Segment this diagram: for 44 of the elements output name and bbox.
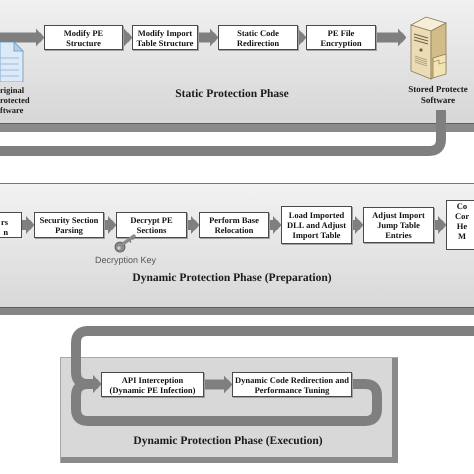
arrow (204, 376, 232, 394)
arrow (0, 28, 44, 46)
arrow (71, 375, 382, 426)
step-label: Load Imported DLL and Adjust Import Table (286, 210, 348, 240)
arrow (298, 28, 306, 46)
arrow (434, 216, 446, 234)
process-box (363, 207, 434, 243)
step-label: Dynamic Code Redirection and Performance Tuning (235, 374, 349, 394)
arrow (22, 216, 34, 234)
process-box (306, 25, 376, 50)
file-label: riginal rotected ftware (0, 85, 30, 115)
server-label: Stored Protecte Software (407, 84, 469, 106)
process-box (218, 25, 298, 50)
phase-title: Dynamic Protection Phase (Preparation) (132, 272, 332, 285)
step-label: rs n (0, 217, 8, 237)
process-box (446, 200, 474, 250)
step-label: Modify Import Table Structure (136, 28, 194, 48)
phase-title: Static Protection Phase (175, 88, 289, 101)
step-label: Co Cor He M (454, 201, 469, 241)
arrow (269, 216, 281, 234)
process-box (34, 212, 104, 238)
arrow (376, 28, 406, 46)
step-label: API Interception (Dynamic PE Infection) (108, 374, 196, 394)
phase-panel (0, 0, 474, 132)
arrow (104, 216, 116, 234)
arrow (352, 216, 363, 234)
phase-title: Dynamic Protection Phase (Execution) (133, 435, 323, 448)
arrow (198, 28, 218, 46)
step-label: Security Section Parsing (38, 215, 100, 235)
process-box (116, 212, 187, 238)
arrow (123, 28, 132, 46)
step-label: Decrypt PE Sections (129, 215, 174, 235)
step-label: Perform Base Relocation (208, 215, 260, 235)
phase-panel (0, 183, 474, 315)
process-box (101, 372, 204, 397)
process-box (199, 212, 269, 238)
step-label: PE File Encryption (319, 28, 363, 48)
key-label: Decryption Key (95, 255, 156, 266)
step-label: Adjust Import Jump Table Entries (371, 210, 426, 240)
process-box (44, 25, 123, 50)
step-label: Modify PE Structure (62, 28, 104, 48)
step-label: Static Code Redirection (236, 28, 280, 48)
arrow (187, 216, 199, 234)
process-box (0, 212, 22, 238)
